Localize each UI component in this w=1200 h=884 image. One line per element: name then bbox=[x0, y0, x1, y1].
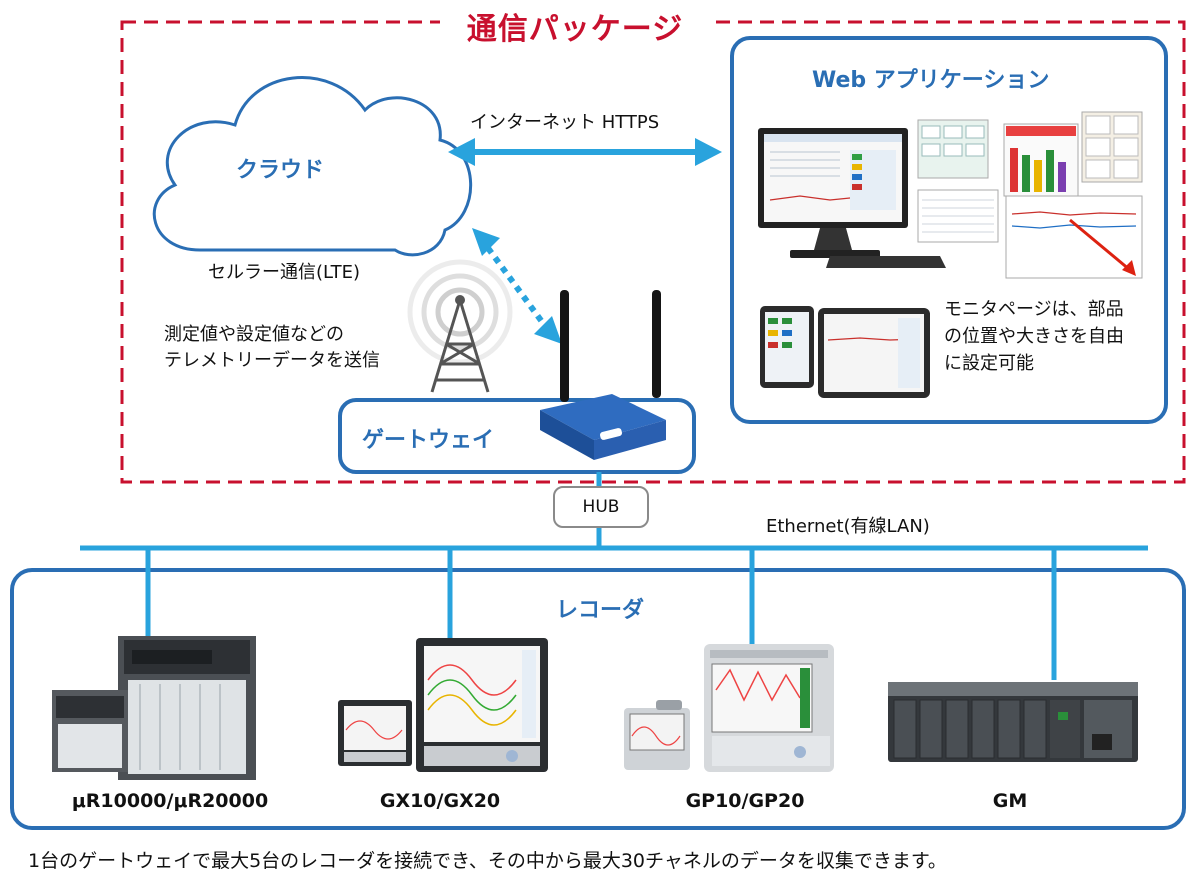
cloud-label: クラウド bbox=[235, 158, 324, 183]
web-app-note: モニタページは、部品 の位置や大きさを自由 に設定可能 bbox=[944, 296, 1124, 377]
recorders-title: レコーダ bbox=[555, 598, 644, 623]
gateway-title: ゲートウェイ bbox=[362, 428, 495, 453]
web-app-title: Web アプリケーション bbox=[812, 68, 1050, 93]
cell-tower-icon bbox=[407, 259, 513, 393]
cloud-shape bbox=[152, 76, 473, 257]
screen-tile-bars bbox=[1003, 123, 1079, 197]
router-icon bbox=[540, 290, 666, 460]
web-app-note-line-2: の位置や大きさを自由 bbox=[944, 326, 1124, 347]
screen-tile-table bbox=[917, 189, 999, 243]
screen-tile-a bbox=[917, 119, 989, 179]
hub-label: HUB bbox=[553, 486, 649, 528]
monitor-icon bbox=[758, 128, 946, 268]
telemetry-line-1: 測定値や設定値などの bbox=[164, 324, 344, 345]
gp-recorder-icon bbox=[624, 644, 834, 772]
tablet-icon bbox=[760, 306, 930, 398]
cellular-arrow bbox=[472, 228, 562, 344]
model-gp: GP10/GP20 bbox=[685, 790, 805, 812]
cellular-label: セルラー通信(LTE) bbox=[208, 262, 360, 283]
uR-recorder-icon bbox=[52, 636, 256, 780]
model-ur: μR10000/μR20000 bbox=[71, 790, 269, 812]
internet-label: インターネット HTTPS bbox=[470, 112, 660, 133]
web-app-note-line-3: に設定可能 bbox=[944, 353, 1034, 374]
screen-tile-trend bbox=[1005, 195, 1143, 279]
web-app-note-line-1: モニタページは、部品 bbox=[944, 299, 1124, 320]
package-title: 通信パッケージ bbox=[440, 4, 710, 48]
ethernet-label: Ethernet(有線LAN) bbox=[766, 516, 930, 537]
screen-tile-values bbox=[1081, 111, 1143, 183]
model-gx: GX10/GX20 bbox=[379, 790, 501, 812]
recorder-box bbox=[10, 568, 1186, 830]
telemetry-line-2: テレメトリーデータを送信 bbox=[164, 350, 380, 371]
gx-recorder-icon bbox=[338, 638, 548, 772]
footer-note: 1台のゲートウェイで最大5台のレコーダを接続でき、その中から最大30チャネルのデ… bbox=[28, 850, 947, 872]
internet-arrow bbox=[448, 138, 722, 166]
model-gm: GM bbox=[992, 790, 1028, 812]
gm-recorder-icon bbox=[888, 682, 1138, 762]
telemetry-note: 測定値や設定値などの テレメトリーデータを送信 bbox=[164, 322, 380, 374]
